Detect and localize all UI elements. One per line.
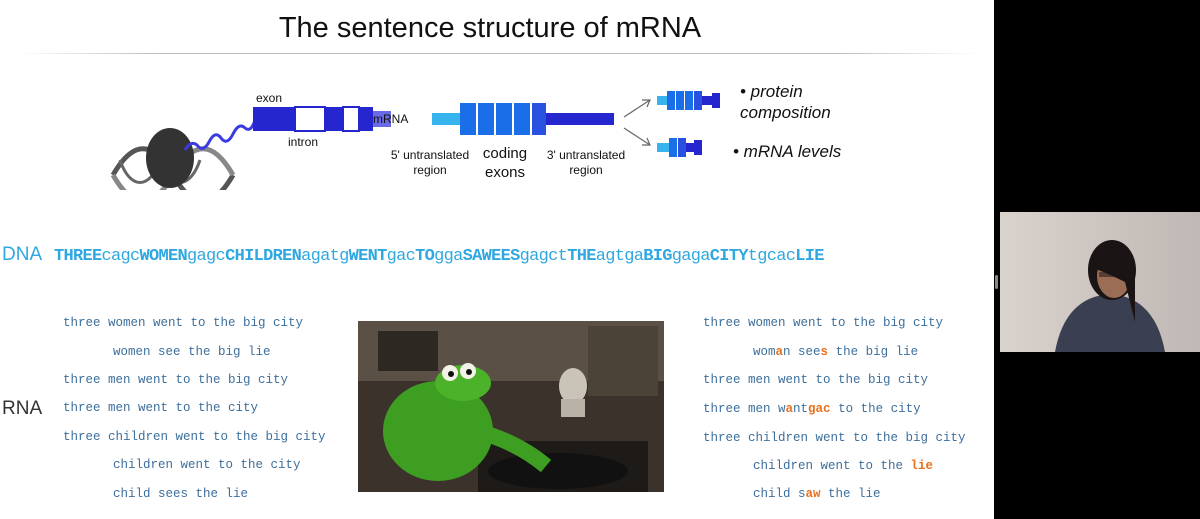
- mutation-highlight: a: [775, 345, 784, 359]
- sentence-fragment: three women went to the big city: [703, 316, 944, 330]
- intron-label: intron: [288, 135, 319, 149]
- sentence-fragment: children went to the: [753, 459, 911, 473]
- dna-word: LIE: [795, 247, 824, 266]
- transcription-diagram: [110, 106, 391, 190]
- level-mrna-icon: [657, 138, 702, 157]
- left-sentence: women see the big lie: [113, 345, 271, 359]
- dna-word: WOMEN: [139, 247, 188, 266]
- left-sentence: three children went to the big city: [63, 430, 326, 444]
- mutation-highlight: a: [785, 402, 794, 416]
- utr5-bar: [432, 113, 460, 125]
- left-sentence: child sees the lie: [113, 487, 249, 501]
- sentence-fragment: wom: [753, 345, 776, 359]
- dna-word: WENT: [348, 247, 388, 266]
- left-sentence: three women went to the big city: [63, 316, 304, 330]
- polymerase-blob: [146, 128, 194, 188]
- right-sentence: children went to the lie: [753, 459, 933, 473]
- kermit-typewriter-video-icon: [358, 321, 664, 492]
- arrows: [623, 99, 651, 146]
- mrna-label: mRNA: [373, 112, 409, 126]
- dna-spacer: gaga: [671, 247, 711, 266]
- dna-spacer: tgcac: [747, 247, 796, 266]
- coding-exons-label: coding exons: [482, 145, 528, 181]
- dna-sequence: THREEcagcWOMENgagcCHILDRENagatgWENTgacTO…: [54, 247, 824, 266]
- sentence-fragment: three men w: [703, 402, 786, 416]
- slide: The sentence structure of mRNA exon intr…: [0, 0, 994, 519]
- exon-label: exon: [256, 91, 283, 105]
- exon-3: [359, 107, 373, 131]
- sentence-fragment: the lie: [820, 487, 881, 501]
- sentence-fragment: three children went to the big city: [703, 431, 966, 445]
- sentence-fragment: the big lie: [828, 345, 919, 359]
- dna-spacer: gac: [386, 247, 416, 266]
- slide-title: The sentence structure of mRNA: [278, 12, 702, 44]
- intron-1: [294, 106, 326, 132]
- dna-word: SAWEES: [462, 247, 521, 266]
- dna-word: BIG: [643, 247, 672, 266]
- dna-word: CITY: [709, 247, 749, 266]
- right-sentence: child saw the lie: [753, 487, 881, 501]
- left-sentence: three men went to the big city: [63, 373, 289, 387]
- dna-spacer: gagc: [187, 247, 226, 266]
- mature-mrna-diagram: [432, 103, 614, 135]
- mrna-tail: [373, 111, 391, 127]
- intron-2: [342, 106, 360, 132]
- dna-spacer: agatg: [301, 247, 349, 266]
- title-divider: [18, 53, 978, 54]
- mutation-highlight: s: [820, 345, 829, 359]
- left-sentence: children went to the city: [113, 458, 301, 472]
- dna-label: DNA: [2, 244, 43, 265]
- utr5-label: 5' untranslated region: [390, 148, 470, 177]
- utr3-label: 3' untranslated region: [546, 148, 626, 177]
- presenter-webcam[interactable]: [1000, 212, 1200, 352]
- dna-spacer: gga: [434, 247, 463, 266]
- presenter-webcam-icon: [1000, 212, 1200, 352]
- kermit-video[interactable]: [358, 321, 664, 492]
- right-sentence: woman sees the big lie: [753, 345, 918, 359]
- sentence-fragment: nt: [793, 402, 809, 416]
- dna-spacer: cagc: [101, 247, 141, 266]
- bullet-mrna-levels: • mRNA levels: [733, 142, 842, 161]
- mrna-squiggle: [183, 119, 257, 151]
- sentence-fragment: three men went to the big city: [703, 373, 929, 387]
- dna-word: TO: [415, 247, 435, 266]
- right-sentence: three women went to the big city: [703, 316, 943, 330]
- dna-word: CHILDREN: [225, 247, 302, 266]
- utr3-bar: [546, 113, 614, 125]
- left-sentence: three men went to the city: [63, 401, 259, 415]
- dna-spacer: agtga: [595, 247, 644, 266]
- bullet-protein-composition: • protein composition: [740, 82, 831, 122]
- dna-word: THE: [567, 247, 596, 266]
- sentence-fragment: to the city: [830, 402, 921, 416]
- protein-mrna-icon: [657, 91, 720, 110]
- mutation-highlight: aw: [805, 487, 821, 501]
- right-sentence: three men went to the big city: [703, 373, 928, 387]
- sidebar-resize-handle[interactable]: [995, 275, 998, 289]
- right-sentence: three men wantgac to the city: [703, 402, 921, 416]
- rna-label: RNA: [2, 398, 43, 419]
- sentence-fragment: child s: [753, 487, 806, 501]
- dna-word: THREE: [54, 247, 102, 266]
- sentence-fragment: n see: [783, 345, 821, 359]
- exon-1: [253, 107, 295, 131]
- mutation-highlight: gac: [808, 402, 831, 416]
- right-sentence: three children went to the big city: [703, 431, 966, 445]
- dna-spacer: gagct: [519, 247, 568, 266]
- exon-2: [325, 107, 343, 131]
- mutation-highlight: lie: [910, 459, 934, 473]
